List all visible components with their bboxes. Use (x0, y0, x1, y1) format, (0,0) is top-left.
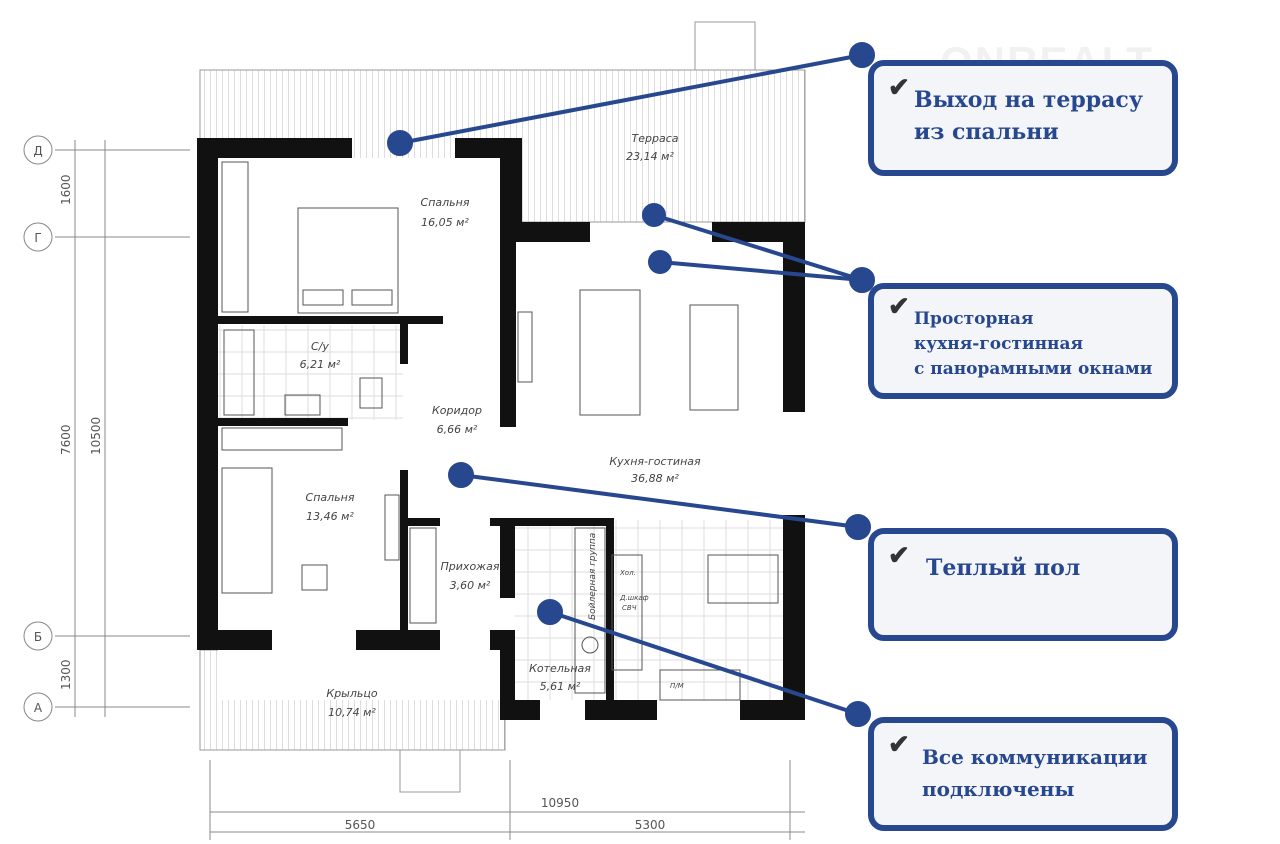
dim-1300: 1300 (59, 659, 73, 690)
callout-line: Теплый пол (926, 555, 1081, 581)
terrace-area: 23,14 м² (626, 150, 674, 163)
boiler-name: Котельная (529, 662, 591, 675)
callout-line: Просторная (914, 309, 1034, 329)
bedroom2-area: 13,46 м² (306, 510, 354, 523)
terrace-steps (694, 21, 756, 71)
checkmark-icon: ✔ (888, 292, 910, 322)
cabinet-label: Д.шкаф (619, 594, 649, 602)
axis-b: Б (34, 630, 42, 644)
callout-line: с панорамными окнами (914, 359, 1153, 379)
axis-g: Г (34, 231, 41, 245)
porch-steps (399, 749, 461, 793)
checkmark-icon: ✔ (888, 73, 910, 103)
bathroom-name: С/у (311, 340, 329, 353)
axis-a: А (34, 701, 43, 715)
callout-utilities: ✔ Все коммуникации подключены (868, 717, 1178, 831)
bedroom2-name: Спальня (306, 491, 355, 504)
checkmark-icon: ✔ (888, 541, 910, 571)
boiler-group-label: Бойлерная группа (588, 533, 598, 620)
kitchen-area: 36,88 м² (631, 472, 679, 485)
callout-line: Выход на террасу (914, 87, 1143, 113)
dim-10950: 10950 (541, 796, 579, 810)
dim-5300: 5300 (635, 818, 666, 832)
walls (197, 138, 805, 720)
porch-area: 10,74 м² (328, 706, 376, 719)
bedroom1-name: Спальня (421, 196, 470, 209)
callout-heated-floor: ✔ Теплый пол (868, 528, 1178, 641)
bathroom-tiles (218, 325, 403, 420)
hall-name: Прихожая (441, 560, 500, 573)
porch-name: Крыльцо (326, 687, 377, 700)
bathroom-area: 6,21 м² (300, 358, 341, 371)
callout-line: подключены (922, 777, 1075, 801)
hall-area: 3,60 м² (450, 579, 491, 592)
corridor-name: Коридор (432, 404, 482, 417)
terrace-name: Терраса (632, 132, 679, 145)
fridge-label: Хол. (619, 569, 636, 577)
callout-terrace-exit: ✔ Выход на террасу из спальни (868, 60, 1178, 176)
dim-10500: 10500 (89, 417, 103, 455)
bedroom1-area: 16,05 м² (421, 216, 469, 229)
boiler-area: 5,61 м² (540, 680, 581, 693)
callout-line: кухня-гостинная (914, 334, 1084, 354)
furniture (221, 161, 779, 701)
dim-1600: 1600 (59, 174, 73, 205)
corridor-area: 6,66 м² (437, 423, 478, 436)
dimension-lines (23, 135, 805, 840)
dim-7600: 7600 (59, 424, 73, 455)
microwave-label: СВЧ (622, 604, 637, 612)
dishwasher-label: П/М (670, 682, 684, 690)
axis-d: Д (33, 144, 42, 158)
callout-line: Все коммуникации (922, 745, 1148, 769)
kitchen-name: Кухня-гостиная (609, 455, 701, 468)
dim-5650: 5650 (345, 818, 376, 832)
callout-pointers (387, 42, 875, 727)
checkmark-icon: ✔ (888, 730, 910, 760)
callout-line: из спальни (914, 119, 1059, 145)
callout-kitchen-living: ✔ Просторная кухня-гостинная с панорамны… (868, 283, 1178, 399)
